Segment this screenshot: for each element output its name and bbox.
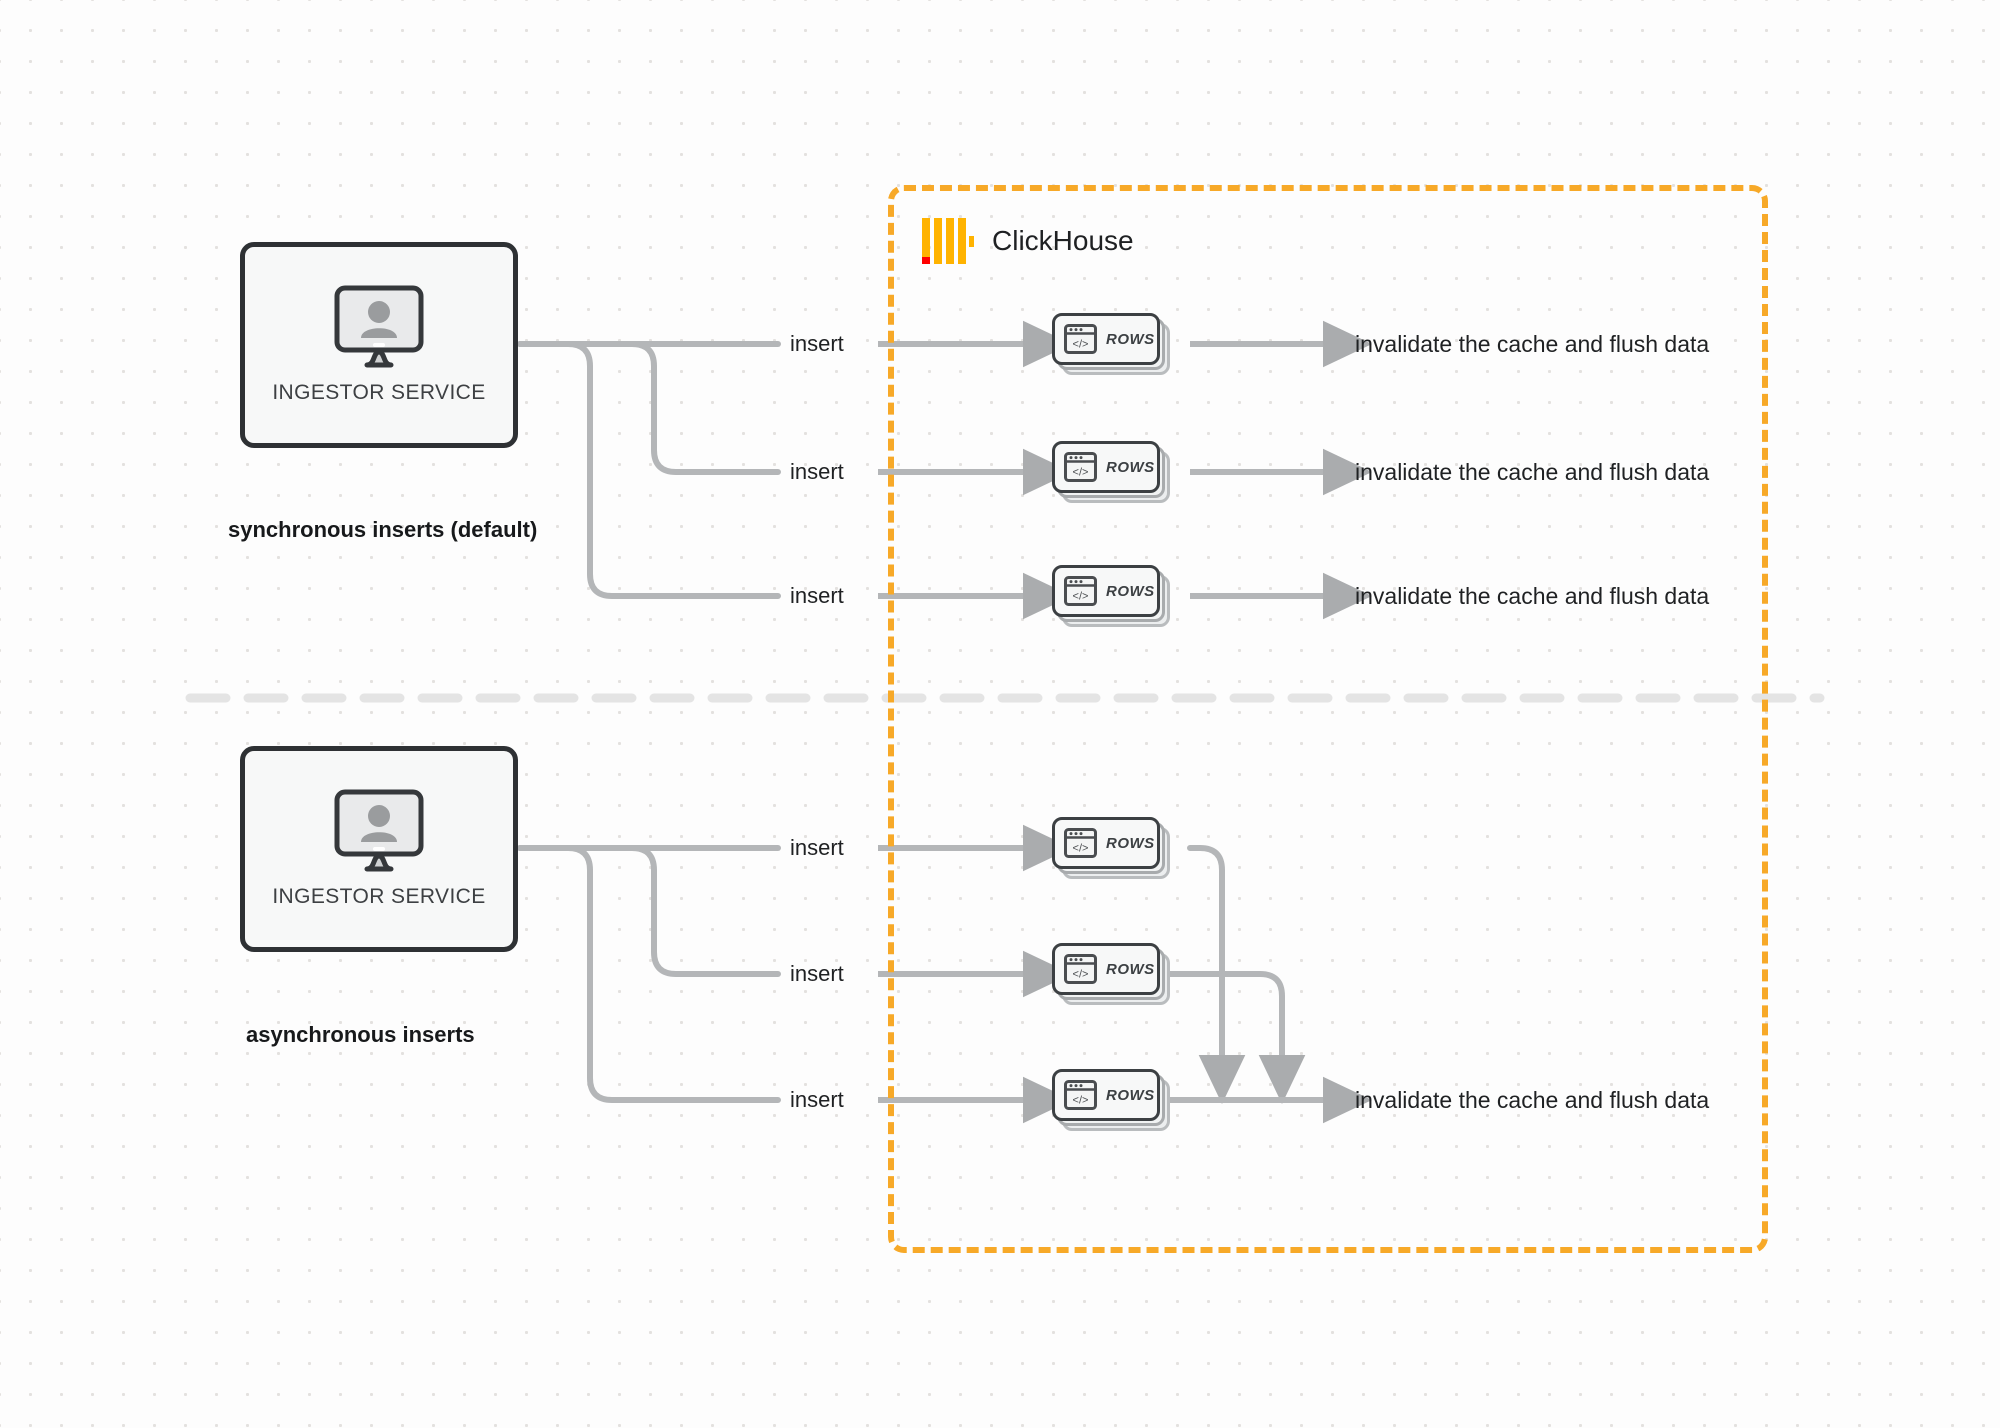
async-section-caption: asynchronous inserts (246, 1022, 475, 1047)
sync-insert-arrows (878, 320, 1072, 620)
card-front: </> ROWS (1052, 565, 1160, 617)
svg-text:</>: </> (1073, 339, 1089, 351)
code-window-icon: </> (1064, 576, 1097, 606)
async-rows-card-3[interactable]: </> ROWS (1052, 1069, 1170, 1131)
sync-insert-label-1: insert (790, 331, 844, 356)
svg-text:</>: </> (1073, 843, 1089, 855)
sync-sink-label-1: invalidate the cache and flush data (1355, 331, 1710, 357)
async-fanout-edges (517, 845, 781, 1103)
async-rows-card-2[interactable]: </> ROWS (1052, 943, 1170, 1005)
clickhouse-header: ClickHouse (922, 218, 1134, 264)
async-converge-edges (1147, 845, 1306, 1104)
async-insert-label-3: insert (790, 1087, 844, 1112)
svg-text:</>: </> (1073, 467, 1089, 479)
card-front: </> ROWS (1052, 313, 1160, 365)
code-window-icon: </> (1064, 828, 1097, 858)
rows-label: ROWS (1106, 960, 1155, 978)
sync-fanout-edges (517, 341, 781, 599)
monitor-user-icon (334, 285, 424, 368)
code-window-icon: </> (1064, 452, 1097, 482)
sync-sink-label-2: invalidate the cache and flush data (1355, 459, 1710, 485)
svg-text:</>: </> (1073, 969, 1089, 981)
async-insert-label-1: insert (790, 835, 844, 860)
card-front: </> ROWS (1052, 1069, 1160, 1121)
sync-ingestor-service[interactable]: INGESTOR SERVICE (240, 242, 518, 448)
svg-text:</>: </> (1073, 1095, 1089, 1107)
async-insert-label-2: insert (790, 961, 844, 986)
rows-label: ROWS (1106, 330, 1155, 348)
card-front: </> ROWS (1052, 817, 1160, 869)
clickhouse-name: ClickHouse (992, 225, 1134, 256)
sync-insert-label-2: insert (790, 459, 844, 484)
sync-sink-label-3: invalidate the cache and flush data (1355, 583, 1710, 609)
sync-rows-card-3[interactable]: </> ROWS (1052, 565, 1170, 627)
rows-label: ROWS (1106, 1086, 1155, 1104)
sync-flush-arrows (1190, 320, 1372, 620)
async-rows-card-1[interactable]: </> ROWS (1052, 817, 1170, 879)
rows-label: ROWS (1106, 582, 1155, 600)
monitor-user-icon (334, 789, 424, 872)
async-ingestor-service[interactable]: INGESTOR SERVICE (240, 746, 518, 952)
sync-insert-label-3: insert (790, 583, 844, 608)
sync-ingestor-label: INGESTOR SERVICE (272, 381, 486, 404)
rows-label: ROWS (1106, 458, 1155, 476)
rows-label: ROWS (1106, 834, 1155, 852)
sync-rows-card-2[interactable]: </> ROWS (1052, 441, 1170, 503)
sync-rows-card-1[interactable]: </> ROWS (1052, 313, 1170, 375)
svg-text:</>: </> (1073, 591, 1089, 603)
sync-section-caption: synchronous inserts (default) (228, 517, 538, 542)
async-insert-arrows (878, 824, 1072, 1124)
code-window-icon: </> (1064, 1080, 1097, 1110)
card-front: </> ROWS (1052, 441, 1160, 493)
card-front: </> ROWS (1052, 943, 1160, 995)
code-window-icon: </> (1064, 954, 1097, 984)
async-sink-label: invalidate the cache and flush data (1355, 1087, 1710, 1113)
code-window-icon: </> (1064, 324, 1097, 354)
async-ingestor-label: INGESTOR SERVICE (272, 885, 486, 908)
clickhouse-logo (922, 218, 974, 264)
